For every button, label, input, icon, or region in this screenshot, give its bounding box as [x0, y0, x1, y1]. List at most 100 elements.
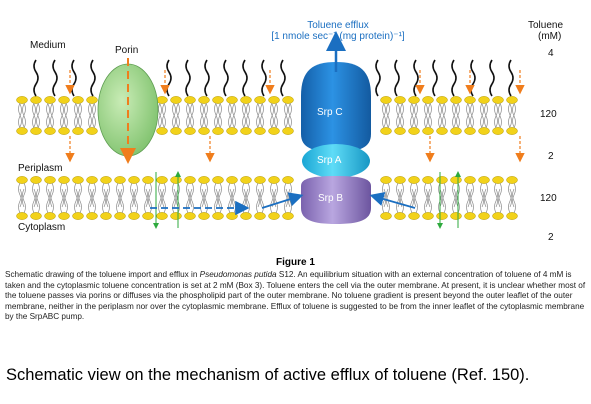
lipid-head [44, 176, 56, 184]
srp-b-label: Srp B [318, 193, 344, 204]
lipid-head [408, 212, 420, 220]
lipid-tail [270, 103, 274, 129]
lipid-tail [190, 103, 194, 129]
lipid-head [394, 127, 406, 135]
lps-tail [508, 59, 514, 97]
conc-outer-membrane: 120 [540, 109, 557, 120]
lipid-tail [102, 182, 106, 208]
srp-c-protein [301, 62, 371, 152]
lps-tail [242, 59, 248, 97]
lipid-head [212, 127, 224, 135]
lipid-head [506, 212, 518, 220]
lipid-head [254, 176, 266, 184]
lipid-head [16, 96, 28, 104]
lipid-tail [18, 103, 22, 129]
lipid-head [436, 96, 448, 104]
lipid-tail [158, 182, 162, 208]
lipid-tail [480, 188, 484, 214]
lipid-head [492, 96, 504, 104]
lipid-head [226, 176, 238, 184]
lipid-head [492, 212, 504, 220]
lipid-tail [200, 188, 204, 214]
lipid-tail [484, 102, 488, 128]
lps-tail [223, 59, 229, 97]
lipid-head [16, 127, 28, 135]
lipid-tail [396, 103, 400, 129]
lipid-tail [144, 182, 148, 208]
lipid-tail [22, 188, 26, 214]
lipid-head [408, 127, 420, 135]
lipid-head [436, 127, 448, 135]
lipid-tail [204, 182, 208, 208]
green-arrows [153, 171, 461, 229]
pump-entry-arrow-right [369, 192, 416, 209]
conc-periplasm: 2 [548, 151, 554, 162]
lipid-head [478, 127, 490, 135]
lipid-tail [242, 103, 246, 129]
lipid-head [58, 212, 70, 220]
lipid-tail [442, 102, 446, 128]
lipid-tail [50, 182, 54, 208]
lps-tail [375, 59, 381, 97]
lipid-tail [386, 102, 390, 128]
lipid-tail [172, 102, 176, 128]
caption-species: Pseudomonas putida [199, 270, 277, 279]
lipid-head [254, 127, 266, 135]
lipid-head [450, 96, 462, 104]
lipid-tail [18, 102, 22, 128]
conc-cytoplasm: 2 [548, 232, 554, 243]
lipid-tail [498, 188, 502, 214]
lipid-head [86, 96, 98, 104]
lipid-head [184, 176, 196, 184]
lipid-head [100, 212, 112, 220]
lipid-head [198, 127, 210, 135]
slide-caption: Schematic view on the mechanism of activ… [6, 366, 530, 384]
lipid-tail [50, 103, 54, 129]
lps-tail [280, 59, 286, 97]
lipid-tail [186, 182, 190, 208]
lipid-tail [172, 103, 176, 129]
lipid-tail [424, 102, 428, 128]
porin-label: Porin [115, 45, 139, 56]
lipid-head [268, 212, 280, 220]
lps-tail [451, 59, 457, 97]
lipid-head [184, 127, 196, 135]
lipid-tail [270, 188, 274, 214]
lipid-tail [204, 103, 208, 129]
lipid-head [464, 96, 476, 104]
lipid-head [450, 212, 462, 220]
lipid-tail [428, 103, 432, 129]
lipid-head [226, 96, 238, 104]
lipid-tail [120, 188, 124, 214]
lipid-head [72, 176, 84, 184]
lipid-head [254, 96, 266, 104]
lipid-head [240, 127, 252, 135]
lipid-tail [78, 102, 82, 128]
lipid-tail [64, 182, 68, 208]
lipid-head [198, 96, 210, 104]
lipid-tail [186, 188, 190, 214]
lipid-tail [50, 188, 54, 214]
lipid-tail [74, 188, 78, 214]
lipid-tail [106, 182, 110, 208]
efflux-title: Toluene efflux [307, 20, 369, 31]
lipid-tail [204, 188, 208, 214]
lipid-tail [200, 102, 204, 128]
srp-c-label: Srp C [317, 107, 343, 118]
lipid-tail [466, 188, 470, 214]
lipid-tail [466, 182, 470, 208]
lipid-tail [270, 182, 274, 208]
lipid-head [240, 212, 252, 220]
lipid-tail [78, 188, 82, 214]
lipid-tail [214, 188, 218, 214]
lipid-tail [190, 102, 194, 128]
lipid-head [86, 176, 98, 184]
lipid-tail [512, 182, 516, 208]
lipid-head [268, 176, 280, 184]
lipid-tail [400, 188, 404, 214]
lipid-tail [18, 188, 22, 214]
lipid-tail [88, 103, 92, 129]
lipid-tail [274, 102, 278, 128]
lipid-head [478, 176, 490, 184]
lipid-head [422, 176, 434, 184]
